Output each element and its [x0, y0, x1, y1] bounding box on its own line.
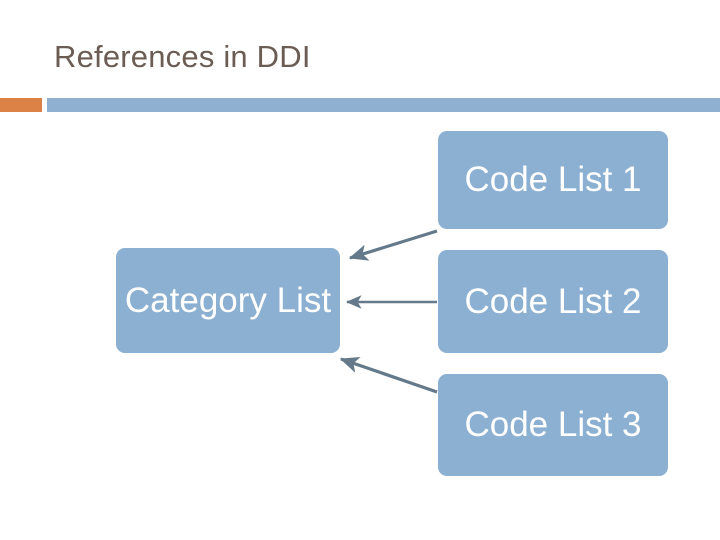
arrow-code-list-1-to-category-list [348, 229, 438, 261]
node-category-list[interactable]: Category List [116, 248, 340, 353]
accent-bar [0, 98, 42, 112]
arrow-code-list-3-to-category-list [339, 356, 438, 394]
node-code-list-1[interactable]: Code List 1 [438, 131, 668, 229]
page-title: References in DDI [54, 39, 311, 74]
node-code-list-3[interactable]: Code List 3 [438, 374, 668, 476]
node-code-list-2[interactable]: Code List 2 [438, 250, 668, 353]
divider-bar [47, 98, 720, 112]
